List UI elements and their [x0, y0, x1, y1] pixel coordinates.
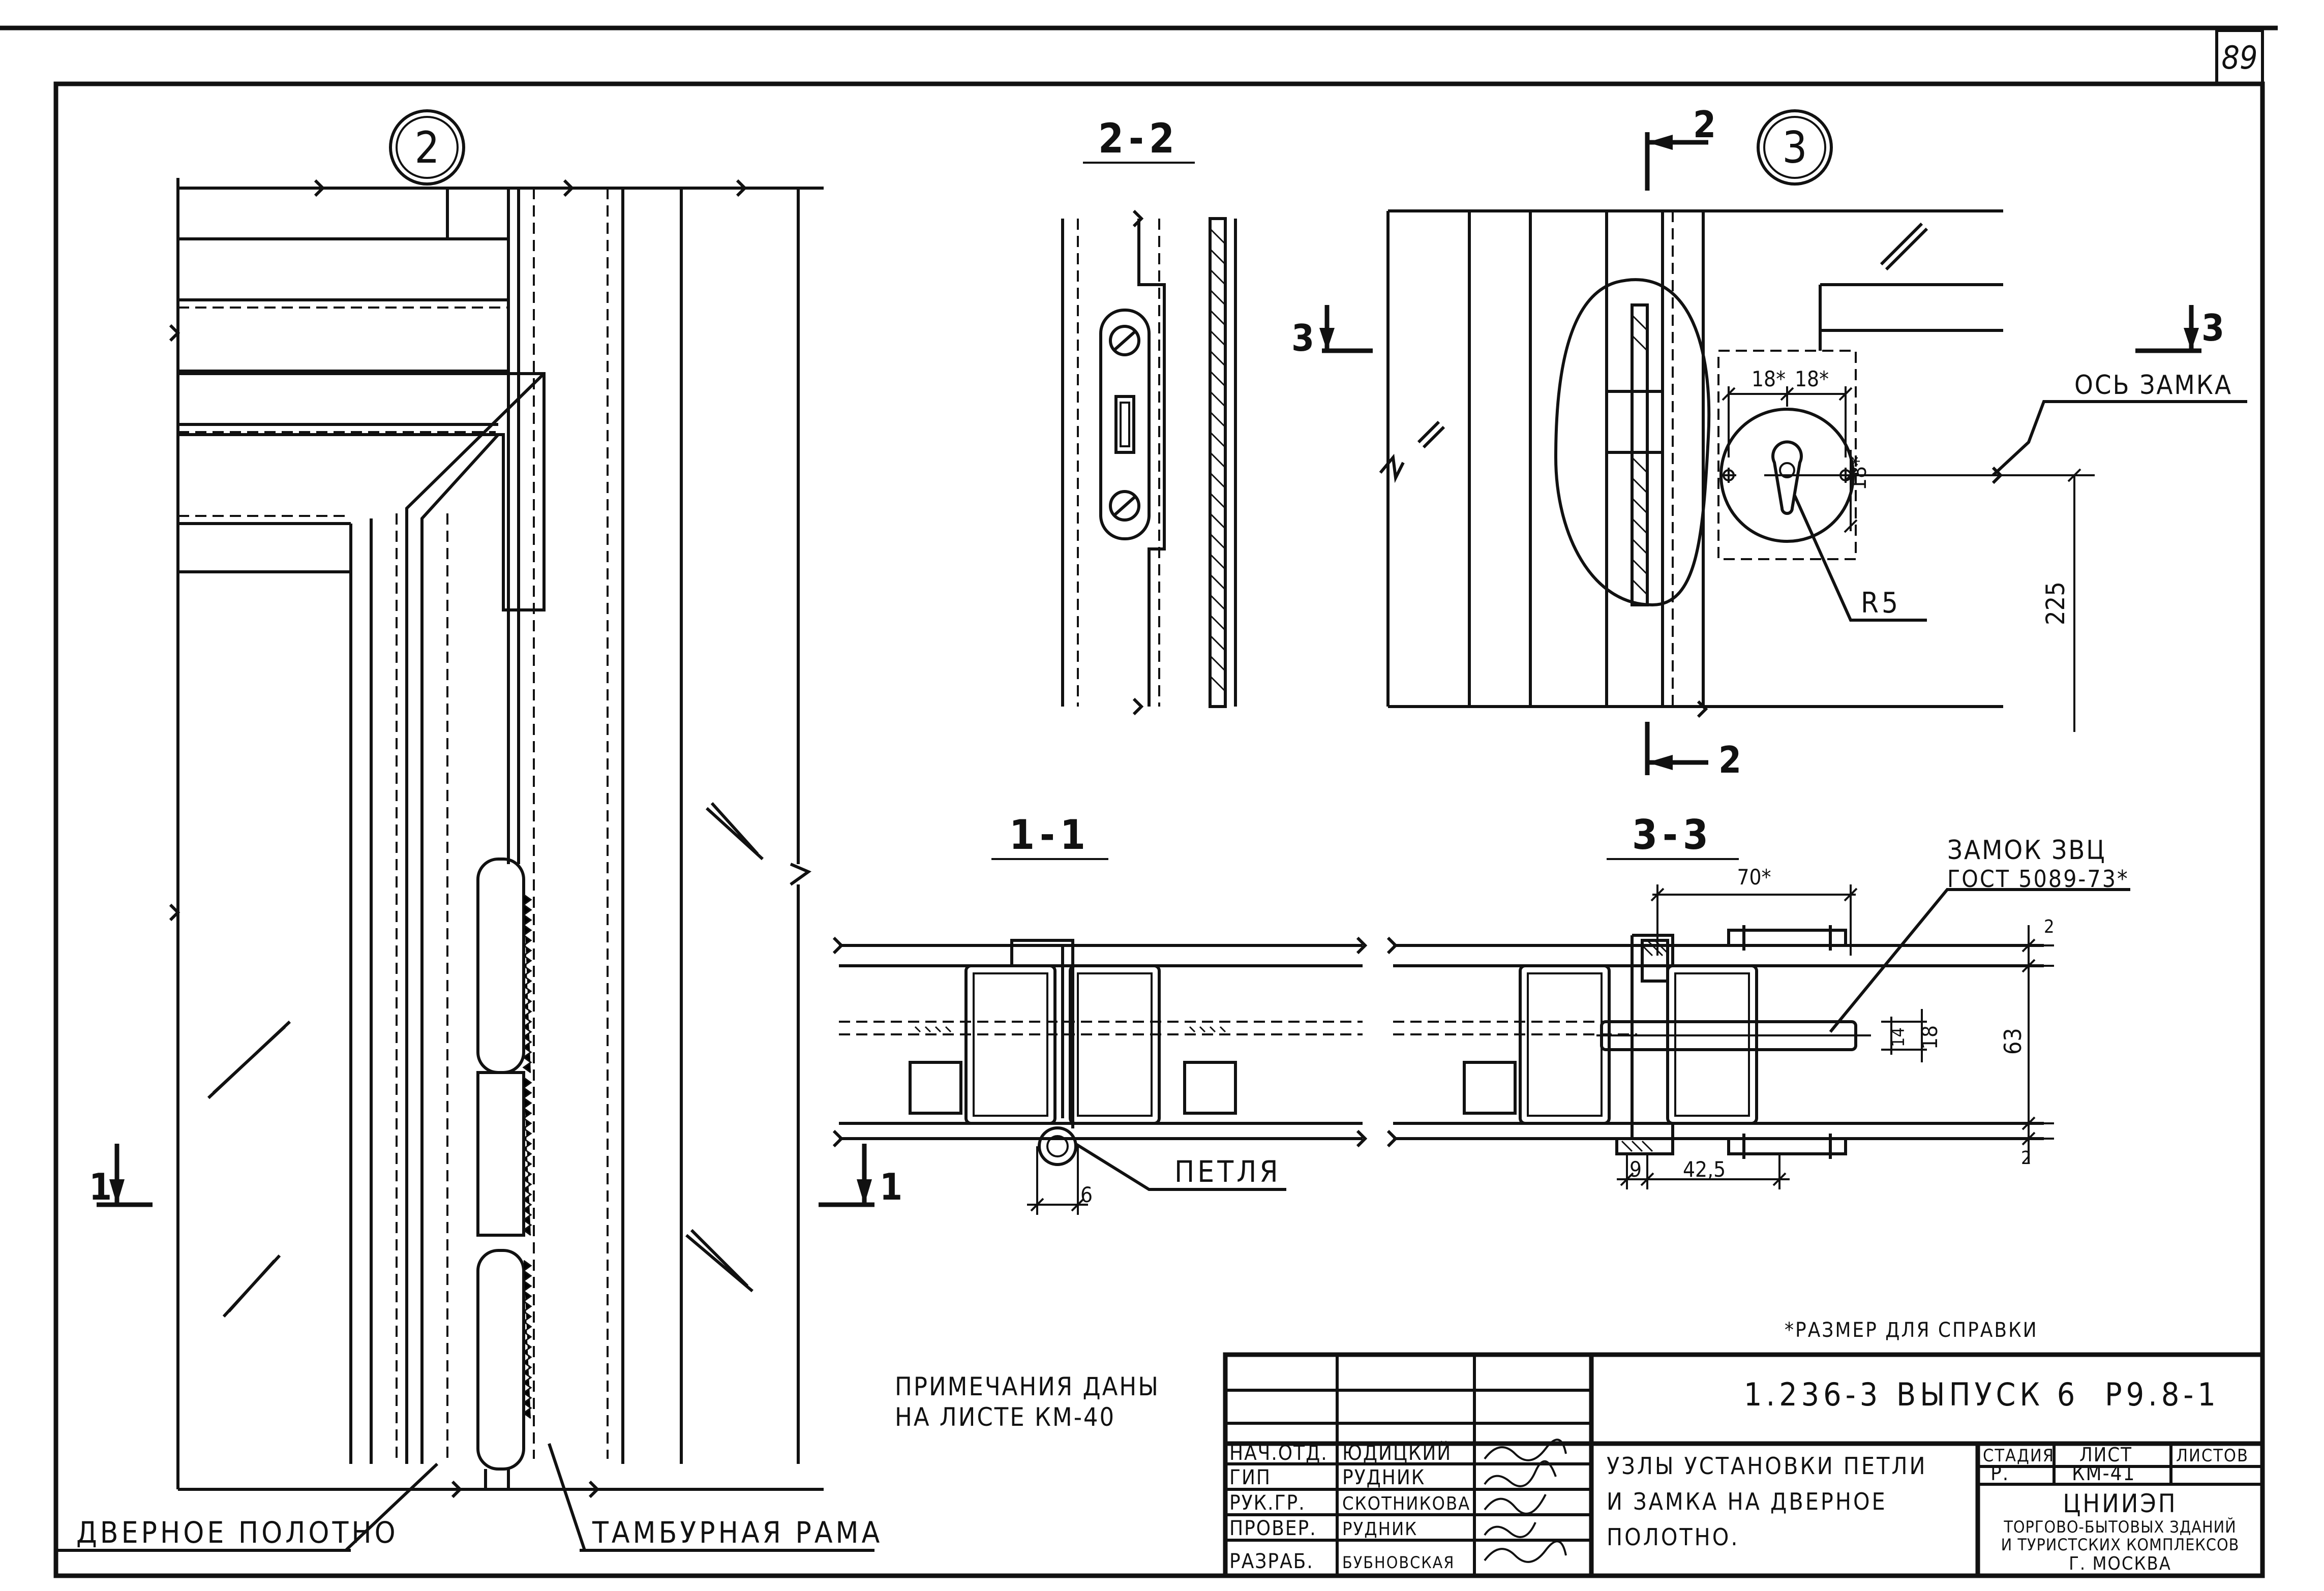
- view-3-elevation: 3: [1319, 109, 2247, 775]
- dim-63: 63: [1999, 1028, 2027, 1055]
- title-block: [1223, 1352, 2265, 1578]
- hinge-label: ПЕТЛЯ: [1174, 1154, 1281, 1189]
- dim-18-bolt: 18: [1917, 1025, 1942, 1050]
- tb-sheet: КМ-41: [2072, 1462, 2135, 1485]
- dim-2-bottom: 2: [2021, 1148, 2032, 1169]
- notes-line-1: ПРИМЕЧАНИЯ ДАНЫ: [895, 1372, 1160, 1401]
- view-3-marker: 3: [1782, 123, 1807, 173]
- section-2-2-title: 2-2: [1098, 115, 1180, 162]
- dim-14: 14: [1888, 1027, 1909, 1047]
- tb-sheets-header: ЛИСТОВ: [2176, 1446, 2249, 1466]
- tb-stage: Р.: [1990, 1462, 2009, 1485]
- tb-name-2: РУДНИК: [1342, 1466, 1425, 1489]
- tb-name-3: СКОТНИКОВА: [1342, 1493, 1470, 1514]
- tb-title-line-3: ПОЛОТНО.: [1607, 1523, 1740, 1551]
- tb-issue: ВЫПУСК 6: [1896, 1376, 2079, 1413]
- tb-role-5: РАЗРАБ.: [1229, 1550, 1314, 1573]
- sheet-frame: [0, 25, 2278, 1578]
- tb-org-line-3: И ТУРИСТСКИХ КОМПЛЕКСОВ: [2001, 1535, 2240, 1554]
- lock-label-line1: ЗАМОК ЗВЦ: [1947, 835, 2106, 866]
- lock-label-line2: ГОСТ 5089-73*: [1947, 865, 2129, 893]
- tb-role-2: ГИП: [1229, 1466, 1271, 1489]
- cut-3-right-label: 3: [2201, 307, 2229, 349]
- cut-1-right-label: 1: [880, 1166, 908, 1208]
- dim-6: 6: [1080, 1182, 1093, 1207]
- tb-name-5: БУБНОВСКАЯ: [1342, 1553, 1455, 1572]
- tb-title-line-1: УЗЛЫ УСТАНОВКИ ПЕТЛИ: [1607, 1452, 1927, 1480]
- cut-3-left-label: 3: [1291, 317, 1319, 359]
- tb-title-line-2: И ЗАМКА НА ДВЕРНОЕ: [1607, 1488, 1887, 1515]
- tb-org-line-1: ЦНИИЭП: [2063, 1489, 2177, 1518]
- dim-70: 70*: [1737, 865, 1771, 890]
- dim-2-top: 2: [2044, 916, 2055, 937]
- dim-18-vertical: 18*: [1846, 456, 1871, 491]
- tb-sheet-code: Р9.8-1: [2105, 1376, 2220, 1413]
- footnote: *РАЗМЕР ДЛЯ СПРАВКИ: [1785, 1319, 2038, 1342]
- tb-role-3: РУК.ГР.: [1229, 1491, 1306, 1515]
- dim-42-5: 42,5: [1683, 1157, 1726, 1182]
- tb-org-line-2: ТОРГОВО-БЫТОВЫХ ЗДАНИЙ: [2003, 1517, 2236, 1537]
- tb-name-4: РУДНИК: [1342, 1519, 1417, 1540]
- tb-sheet-header: ЛИСТ: [2079, 1444, 2132, 1466]
- cut-2-top-label: 2: [1693, 103, 1721, 146]
- tb-org-line-4: Г. МОСКВА: [2069, 1553, 2171, 1574]
- cut-2-bottom-label: 2: [1718, 739, 1746, 781]
- notes-line-2: НА ЛИСТЕ КМ-40: [895, 1402, 1115, 1432]
- section-3-3-title: 3-3: [1632, 811, 1713, 859]
- lock-axis-label: ОСЬ ЗАМКА: [2074, 370, 2232, 401]
- dim-225: 225: [2041, 582, 2070, 625]
- tb-name-1: ЮДИЦКИЙ: [1342, 1441, 1452, 1465]
- door-leaf-label: ДВЕРНОЕ ПОЛОТНО: [76, 1515, 399, 1550]
- section-1-1-title: 1-1: [1009, 811, 1091, 859]
- tb-role-1: НАЧ.ОТД.: [1229, 1442, 1328, 1465]
- tb-code: 1.236-3: [1744, 1376, 1882, 1413]
- section-3-3: [1386, 858, 2130, 1189]
- cut-1-left-label: 1: [89, 1166, 117, 1208]
- section-2-2: [1061, 162, 1237, 716]
- tambour-frame-label: ТАМБУРНАЯ РАМА: [592, 1515, 883, 1550]
- section-1-1: [832, 858, 1368, 1215]
- dim-9: 9: [1629, 1157, 1642, 1182]
- tb-stage-header: СТАДИЯ: [1983, 1446, 2055, 1466]
- dim-18-right: 18*: [1795, 366, 1829, 391]
- page-number: 89: [2222, 39, 2258, 76]
- view-2-marker: 2: [414, 123, 439, 173]
- radius-label: R5: [1861, 587, 1901, 620]
- dim-18-left: 18*: [1752, 366, 1786, 391]
- tb-role-4: ПРОВЕР.: [1229, 1517, 1317, 1540]
- view-2-elevation: 2: [56, 109, 908, 1552]
